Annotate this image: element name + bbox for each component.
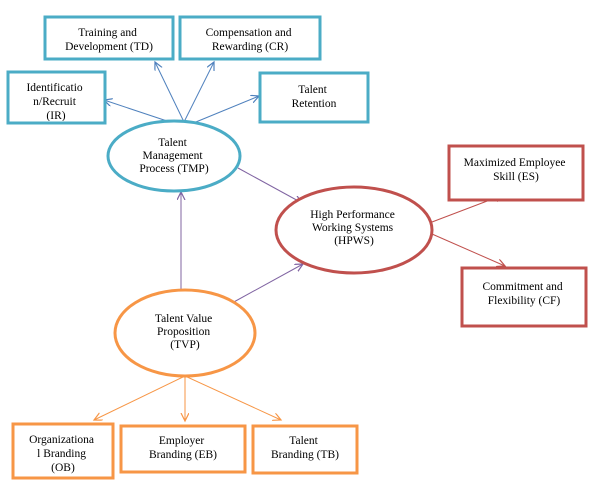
arrow-tvp-to-hpws: [231, 264, 303, 304]
node-es-label: Maximized Employee Skill (ES): [464, 157, 569, 183]
node-tvp: Talent Value Proposition (TVP): [113, 288, 257, 378]
node-cr-box: [178, 15, 322, 61]
node-ob-box: [11, 422, 115, 480]
node-td-label: Training and Development (TD): [65, 27, 153, 53]
node-ir-label: Identificatio n/Recruit (IR): [26, 82, 85, 122]
node-ob: Organizationa l Branding (OB): [11, 422, 115, 480]
arrow-tvp-to-ob: [94, 375, 186, 420]
arrow-tmp-to-td: [155, 62, 185, 123]
node-eb: Employer Branding (EB): [119, 424, 247, 474]
node-tr: Talent Retention: [258, 71, 370, 124]
purple-connectors: [181, 167, 303, 304]
node-tmp-label: Talent Management Process (TMP): [139, 137, 208, 175]
arrow-tmp-to-cr: [183, 62, 214, 123]
node-cr-label: Compensation and Rewarding (CR): [206, 27, 295, 53]
node-tr-label: Talent Retention: [292, 84, 337, 110]
node-es-box: [447, 144, 585, 202]
node-tmp-ellipse: [106, 119, 242, 193]
node-td: Training and Development (TD): [43, 15, 175, 61]
tmp-connectors: [104, 62, 259, 125]
node-cf-label: Commitment and Flexibility (CF): [482, 281, 565, 307]
arrow-tmp-to-hpws: [237, 167, 302, 203]
node-td-box: [43, 15, 175, 61]
red-connectors: [431, 195, 505, 266]
node-cf-box: [460, 266, 588, 328]
node-hpws-ellipse: [274, 185, 434, 275]
node-tb-box: [251, 424, 359, 475]
node-tb: Talent Branding (TB): [251, 424, 359, 475]
node-ob-label: Organizationa l Branding (OB): [29, 434, 97, 474]
node-tmp: Talent Management Process (TMP): [106, 119, 242, 193]
node-eb-label: Employer Branding (EB): [149, 435, 217, 461]
node-hpws: High Performance Working Systems (HPWS): [274, 185, 434, 275]
orange-connectors: [94, 375, 281, 421]
node-es: Maximized Employee Skill (ES): [447, 144, 585, 202]
node-cf: Commitment and Flexibility (CF): [460, 266, 588, 328]
node-tvp-label: Talent Value Proposition (TVP): [155, 313, 215, 351]
node-tb-label: Talent Branding (TB): [271, 435, 339, 461]
node-hpws-label: High Performance Working Systems (HPWS): [310, 209, 398, 247]
node-eb-box: [119, 424, 247, 474]
arrow-tvp-to-tb: [184, 375, 281, 420]
arrow-tmp-to-tr: [190, 96, 259, 125]
node-tvp-ellipse: [113, 288, 257, 378]
node-ir-box: [6, 70, 107, 125]
node-tr-box: [258, 71, 370, 124]
node-ir: Identificatio n/Recruit (IR): [6, 70, 107, 125]
node-cr: Compensation and Rewarding (CR): [178, 15, 322, 61]
arrow-hpws-to-cf: [431, 233, 505, 266]
